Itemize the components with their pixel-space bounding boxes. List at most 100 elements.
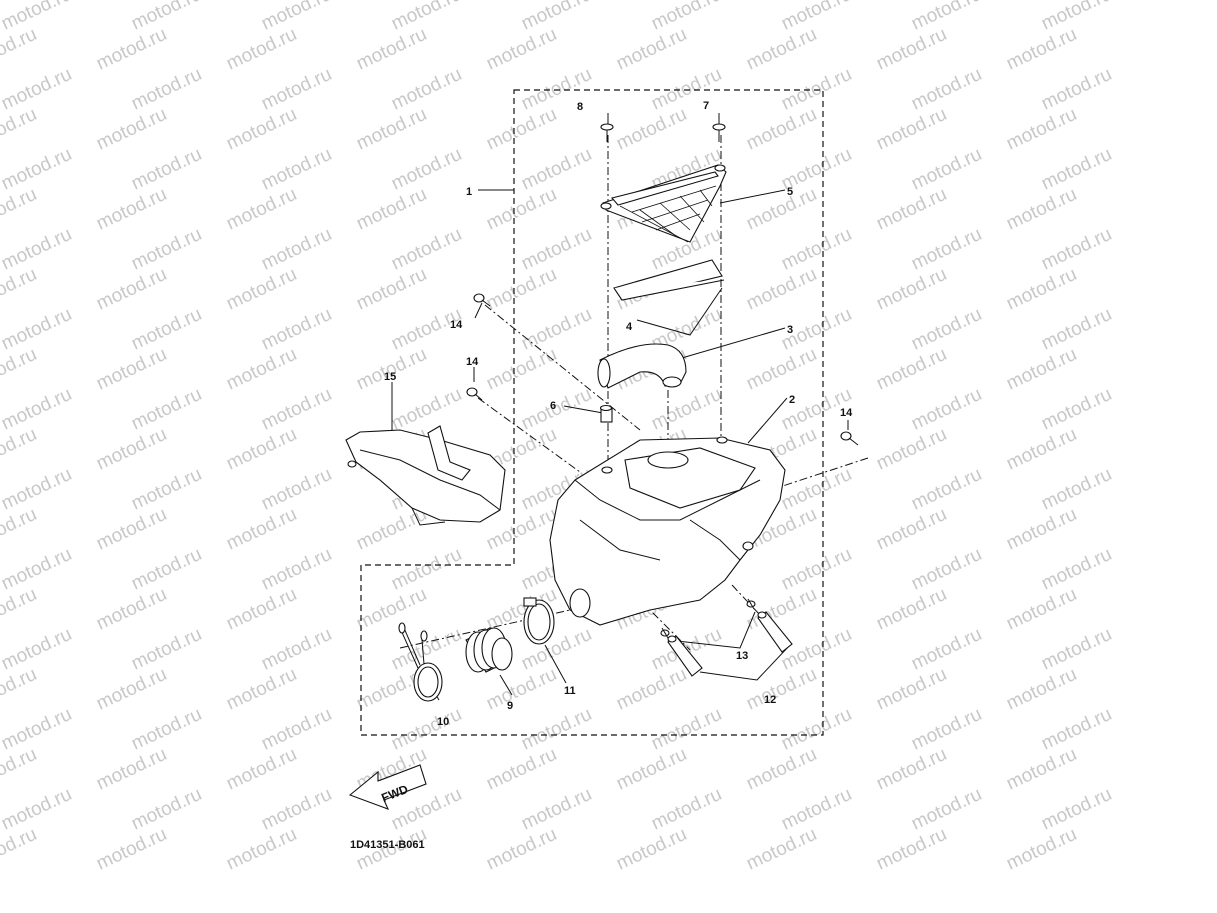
callout-labels: 1 2 3 4 5 6 7 8 9 10 11 12 13 14 14 14 1… [384, 100, 853, 728]
watermark-text: motod.ru [483, 104, 560, 155]
watermark-text: motod.ru [908, 304, 985, 355]
watermark-text: motod.ru [908, 384, 985, 435]
watermark-text: motod.ru [873, 424, 950, 475]
clip-13a-icon [660, 627, 670, 639]
watermark-text: motod.ru [1038, 64, 1115, 115]
watermark-text: motod.ru [388, 384, 465, 435]
filter-foam-4-icon [613, 259, 725, 301]
watermark-text: motod.ru [128, 0, 205, 35]
watermark-text: motod.ru [613, 744, 690, 795]
intake-duct-3-icon [597, 343, 687, 389]
watermark-text: motod.ru [778, 784, 855, 835]
screw-14-right-icon [840, 431, 859, 446]
watermark-text: motod.ru [93, 184, 170, 235]
watermark-text: motod.ru [873, 104, 950, 155]
watermark-text: motod.ru [743, 744, 820, 795]
watermark-text: motod.ru [1003, 504, 1080, 555]
watermark-text: motod.ru [743, 104, 820, 155]
callout-14-right: 14 [840, 407, 853, 419]
watermark-text: motod.ru [778, 624, 855, 675]
watermark-text: motod.ru [648, 0, 725, 35]
watermark-text: motod.ru [908, 0, 985, 35]
callout-3: 3 [787, 324, 793, 336]
watermark-text: motod.ru [743, 264, 820, 315]
watermark-text: motod.ru [1003, 264, 1080, 315]
watermark-text: motod.ru [613, 24, 690, 75]
callout-8: 8 [577, 101, 583, 113]
screw-8-icon [600, 123, 614, 142]
watermark-text: motod.ru [778, 704, 855, 755]
watermark-text: motod.ru [908, 544, 985, 595]
watermark-text: motod.ru [1003, 664, 1080, 715]
watermark-text: motod.ru [778, 544, 855, 595]
watermark-text: motod.ru [128, 784, 205, 835]
watermark-text: motod.ru [1038, 784, 1115, 835]
watermark-text: motod.ru [778, 464, 855, 515]
watermark-text: motod.ru [128, 224, 205, 275]
watermark-text: motod.ru [613, 104, 690, 155]
watermark-text: motod.ru [518, 224, 595, 275]
watermark-text: motod.ru [258, 0, 335, 35]
watermark-text: motod.ru [93, 104, 170, 155]
callout-15: 15 [384, 371, 396, 383]
watermark-text: motod.ru [128, 304, 205, 355]
watermark-text: motod.ru [353, 264, 430, 315]
callout-14-top: 14 [450, 319, 463, 331]
watermark-text: motod.ru [93, 584, 170, 635]
screw-7-icon [712, 123, 726, 142]
watermark-text: motod.ru [518, 0, 595, 35]
collar-6-icon [599, 404, 613, 423]
callout-13: 13 [736, 650, 748, 662]
watermark-text: motod.ru [258, 704, 335, 755]
watermark-text: motod.ru [1038, 144, 1115, 195]
watermark-text: motod.ru [648, 704, 725, 755]
watermark-text: motod.ru [0, 304, 75, 355]
watermark-text: motod.ru [128, 64, 205, 115]
watermark-text: motod.ru [258, 144, 335, 195]
watermark-text: motod.ru [743, 824, 820, 875]
clip-13b-icon [746, 598, 756, 610]
cover-15-icon [345, 425, 506, 526]
watermark-text: motod.ru [483, 264, 560, 315]
watermark-text: motod.ru [873, 504, 950, 555]
watermark-text: motod.ru [908, 64, 985, 115]
watermark-text: motod.ru [353, 504, 430, 555]
watermark-text: motod.ru [353, 184, 430, 235]
watermark-text: motod.ru [518, 704, 595, 755]
watermark-text: motod.ru [223, 344, 300, 395]
watermark-text: motod.ru [353, 24, 430, 75]
watermark-text: motod.ru [1038, 224, 1115, 275]
watermark-text: motod.ru [1003, 184, 1080, 235]
watermark-text: motod.ru [483, 664, 560, 715]
watermark-text: motod.ru [518, 64, 595, 115]
watermark-text: motod.ru [873, 744, 950, 795]
watermark-text: motod.ru [258, 544, 335, 595]
watermark-text: motod.ru [353, 584, 430, 635]
watermark-text: motod.ru [0, 0, 75, 35]
watermark-text: motod.ru [743, 344, 820, 395]
watermark-text: motod.ru [908, 624, 985, 675]
watermark-text: motod.ru [873, 664, 950, 715]
callout-2: 2 [789, 394, 795, 406]
watermark-text: motod.ru [128, 384, 205, 435]
watermark-text: motod.ru [0, 784, 75, 835]
watermark-text: motod.ru [223, 744, 300, 795]
watermark-text: motod.ru [388, 544, 465, 595]
watermark-text: motod.ru [743, 664, 820, 715]
band-11-icon [523, 597, 555, 645]
watermark-text: motod.ru [0, 384, 75, 435]
drain-tube-12a-icon [667, 635, 703, 677]
watermark-text: motod.ru [908, 464, 985, 515]
watermark-text: motod.ru [1038, 464, 1115, 515]
watermark-text: motod.ru [873, 264, 950, 315]
callout-11: 11 [564, 685, 576, 697]
watermark-text: motod.ru [223, 184, 300, 235]
watermark-text: motod.ru [93, 24, 170, 75]
air-filter-case-2-icon [549, 436, 786, 626]
watermark-text: motod.ru [1003, 344, 1080, 395]
watermark-text: motod.ru [128, 704, 205, 755]
watermark-text: motod.ru [1003, 24, 1080, 75]
watermark-text: motod.ru [258, 304, 335, 355]
watermark-text: motod.ru [388, 0, 465, 35]
watermark-text: motod.ru [648, 784, 725, 835]
